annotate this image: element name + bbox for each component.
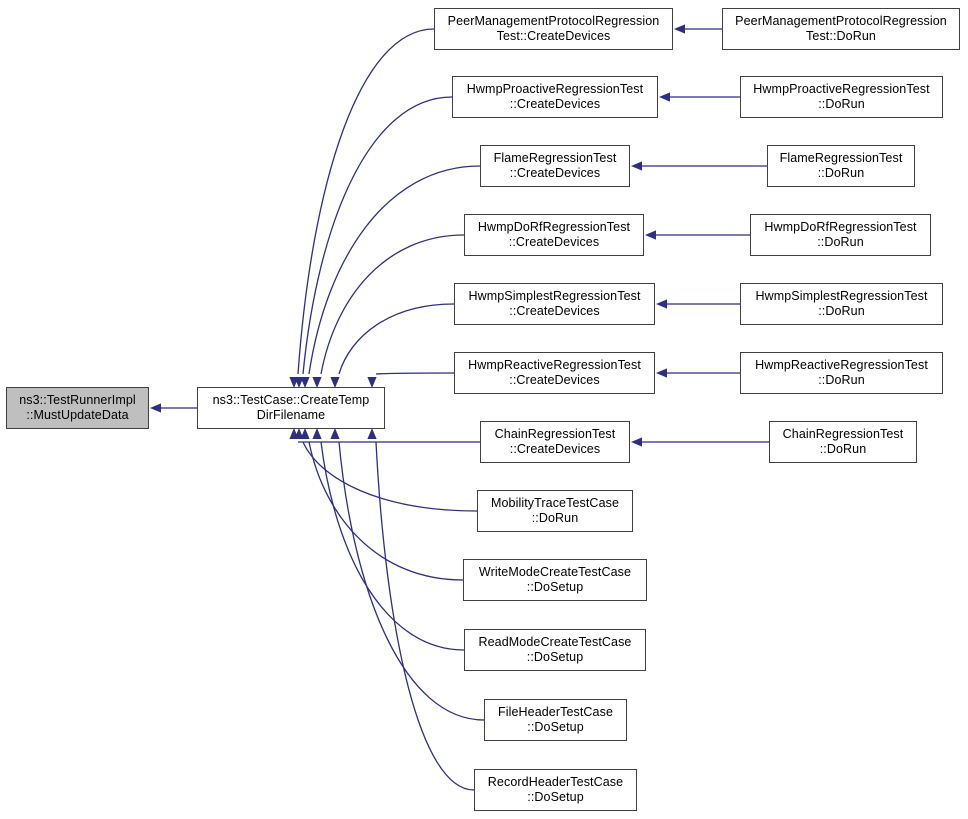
graph-edge xyxy=(302,96,453,375)
graph-edge-arrowhead xyxy=(674,24,685,34)
graph-node-hwmp-reactive-dorun[interactable]: HwmpReactiveRegressionTest ::DoRun xyxy=(740,352,943,394)
graph-node-label: ChainRegressionTest ::CreateDevices xyxy=(494,427,616,456)
graph-edge xyxy=(320,234,465,375)
graph-node-label: HwmpProactiveRegressionTest ::CreateDevi… xyxy=(466,82,644,111)
graph-node-label: HwmpProactiveRegressionTest ::DoRun xyxy=(753,82,930,111)
graph-node-label: HwmpSimplestRegressionTest ::DoRun xyxy=(755,289,928,318)
graph-edge-arrowhead xyxy=(150,403,161,413)
graph-edge-arrowhead xyxy=(294,428,304,439)
graph-node-hwmp-dorf-dorun[interactable]: HwmpDoRfRegressionTest ::DoRun xyxy=(750,214,931,256)
graph-node-read-mode-create-dosetup[interactable]: ReadModeCreateTestCase ::DoSetup xyxy=(464,629,646,671)
graph-node-hwmp-simplest-create-devices[interactable]: HwmpSimplestRegressionTest ::CreateDevic… xyxy=(454,283,655,325)
graph-edge xyxy=(297,28,435,375)
graph-edge-arrowhead xyxy=(300,428,310,439)
graph-node-label: ns3::TestCase::CreateTemp DirFilename xyxy=(212,393,370,422)
graph-node-create-temp-dir-filename[interactable]: ns3::TestCase::CreateTemp DirFilename xyxy=(197,387,385,429)
graph-edge xyxy=(308,165,481,375)
graph-edge-arrowhead xyxy=(312,428,322,439)
graph-node-flame-dorun[interactable]: FlameRegressionTest ::DoRun xyxy=(767,145,915,187)
graph-node-label: HwmpReactiveRegressionTest ::CreateDevic… xyxy=(468,358,641,387)
graph-edge xyxy=(338,303,455,375)
graph-edge-arrowhead xyxy=(289,428,299,439)
graph-node-label: RecordHeaderTestCase ::DoSetup xyxy=(487,775,624,804)
graph-node-mobility-trace-dorun[interactable]: MobilityTraceTestCase ::DoRun xyxy=(477,490,633,532)
graph-node-label: HwmpDoRfRegressionTest ::DoRun xyxy=(764,220,917,249)
graph-node-write-mode-create-dosetup[interactable]: WriteModeCreateTestCase ::DoSetup xyxy=(463,559,647,601)
graph-edge-arrowhead xyxy=(330,428,340,439)
graph-node-label: HwmpDoRfRegressionTest ::CreateDevices xyxy=(477,220,631,249)
graph-edge xyxy=(320,441,465,651)
graph-node-hwmp-dorf-create-devices[interactable]: HwmpDoRfRegressionTest ::CreateDevices xyxy=(464,214,644,256)
graph-edge-arrowhead xyxy=(631,161,642,171)
graph-node-hwmp-simplest-dorun[interactable]: HwmpSimplestRegressionTest ::DoRun xyxy=(740,283,943,325)
graph-node-label: FlameRegressionTest ::DoRun xyxy=(779,151,903,180)
graph-node-label: ReadModeCreateTestCase ::DoSetup xyxy=(478,635,632,664)
graph-node-chain-dorun[interactable]: ChainRegressionTest ::DoRun xyxy=(769,421,917,463)
graph-edge-arrowhead xyxy=(656,299,667,309)
graph-node-label: PeerManagementProtocolRegression Test::C… xyxy=(447,14,660,43)
graph-node-label: PeerManagementProtocolRegression Test::D… xyxy=(735,14,947,43)
graph-edge-arrowhead xyxy=(645,230,656,240)
graph-edge-arrowhead xyxy=(631,437,642,447)
graph-node-label: HwmpReactiveRegressionTest ::DoRun xyxy=(755,358,928,387)
graph-node-peer-management-create-devices[interactable]: PeerManagementProtocolRegression Test::C… xyxy=(434,8,673,50)
graph-node-hwmp-proactive-create-devices[interactable]: HwmpProactiveRegressionTest ::CreateDevi… xyxy=(452,76,658,118)
graph-edge xyxy=(375,372,455,375)
graph-node-record-header-dosetup[interactable]: RecordHeaderTestCase ::DoSetup xyxy=(474,769,637,811)
graph-node-label: FileHeaderTestCase ::DoSetup xyxy=(497,705,614,734)
graph-edge xyxy=(375,441,475,791)
graph-edge-arrowhead xyxy=(367,428,377,439)
graph-edge xyxy=(302,441,478,512)
graph-node-flame-create-devices[interactable]: FlameRegressionTest ::CreateDevices xyxy=(480,145,630,187)
graph-node-peer-management-dorun[interactable]: PeerManagementProtocolRegression Test::D… xyxy=(722,8,960,50)
graph-node-hwmp-reactive-create-devices[interactable]: HwmpReactiveRegressionTest ::CreateDevic… xyxy=(454,352,655,394)
graph-node-label: FlameRegressionTest ::CreateDevices xyxy=(493,151,617,180)
graph-node-file-header-dosetup[interactable]: FileHeaderTestCase ::DoSetup xyxy=(484,699,627,741)
graph-node-label: HwmpSimplestRegressionTest ::CreateDevic… xyxy=(468,289,641,318)
graph-node-label: ns3::TestRunnerImpl ::MustUpdateData xyxy=(19,393,136,422)
graph-node-chain-create-devices[interactable]: ChainRegressionTest ::CreateDevices xyxy=(480,421,630,463)
graph-node-hwmp-proactive-dorun[interactable]: HwmpProactiveRegressionTest ::DoRun xyxy=(740,76,943,118)
graph-edge xyxy=(308,441,464,581)
graph-node-must-update-data[interactable]: ns3::TestRunnerImpl ::MustUpdateData xyxy=(6,387,149,429)
graph-edge-arrowhead xyxy=(659,92,670,102)
graph-node-label: WriteModeCreateTestCase ::DoSetup xyxy=(478,565,632,594)
graph-edge-arrowhead xyxy=(656,368,667,378)
graph-node-label: ChainRegressionTest ::DoRun xyxy=(782,427,904,456)
graph-node-label: MobilityTraceTestCase ::DoRun xyxy=(490,496,620,525)
